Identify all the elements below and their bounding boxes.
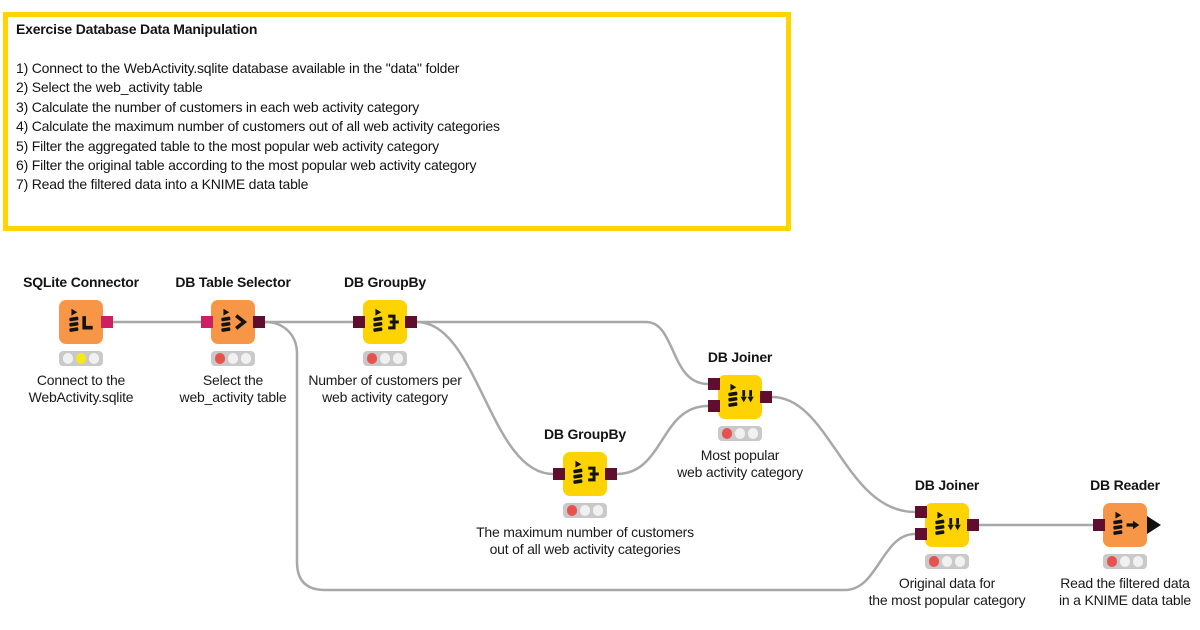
input-port-2[interactable]: [915, 528, 927, 540]
db-groupby-icon: [373, 308, 399, 332]
input-port-1[interactable]: [708, 378, 720, 390]
output-port[interactable]: [760, 391, 772, 403]
node-db-groupby-bottom[interactable]: DB GroupBy The maximum number of custome…: [476, 426, 694, 557]
wire[interactable]: [417, 320, 709, 386]
traffic-dot: [592, 505, 604, 516]
traffic-dot: [747, 428, 759, 439]
input-port[interactable]: [201, 316, 213, 328]
input-port[interactable]: [553, 468, 565, 480]
node-title: DB GroupBy: [343, 274, 426, 290]
traffic-light: [1103, 554, 1147, 569]
annotation-line: 6) Filter the original table according t…: [16, 157, 477, 174]
output-port[interactable]: [405, 316, 417, 328]
db-joiner-icon: [935, 511, 961, 535]
traffic-dot: [566, 505, 578, 516]
output-port[interactable]: [605, 468, 617, 480]
traffic-dot: [366, 353, 378, 364]
annotation-line: 1) Connect to the WebActivity.sqlite dat…: [16, 60, 460, 76]
workflow-annotation[interactable]: Exercise Database Data Manipulation 1) C…: [3, 12, 791, 231]
node-title: DB Joiner: [914, 477, 980, 493]
db-groupby-icon: [573, 460, 599, 484]
wire[interactable]: [264, 320, 916, 592]
traffic-dot: [734, 428, 746, 439]
traffic-dot: [928, 556, 940, 567]
output-port-data-table[interactable]: [1147, 516, 1161, 534]
annotation-line: 4) Calculate the maximum number of custo…: [16, 118, 500, 135]
traffic-dot: [88, 353, 100, 364]
output-port[interactable]: [253, 316, 265, 328]
wire[interactable]: [416, 320, 554, 476]
output-port[interactable]: [101, 316, 113, 328]
traffic-light: [563, 503, 607, 518]
db-reader-icon: [1113, 511, 1140, 535]
input-port-2[interactable]: [708, 400, 720, 412]
traffic-dot: [240, 353, 252, 364]
traffic-dot: [1106, 556, 1118, 567]
traffic-dot: [62, 353, 74, 364]
db-table-selector-icon: [221, 308, 248, 332]
traffic-dot: [721, 428, 733, 439]
output-port[interactable]: [967, 519, 979, 531]
input-port[interactable]: [1093, 519, 1105, 531]
traffic-dot: [75, 353, 87, 364]
traffic-light: [363, 351, 407, 366]
db-joiner-icon: [728, 383, 754, 407]
annotation-title: Exercise Database Data Manipulation: [16, 21, 258, 37]
db-connector-icon: [69, 308, 93, 332]
node-title: DB Reader: [1090, 477, 1160, 493]
node-title: DB GroupBy: [543, 426, 626, 442]
traffic-dot: [1132, 556, 1144, 567]
input-port-1[interactable]: [915, 506, 927, 518]
traffic-dot: [1119, 556, 1131, 567]
traffic-light: [59, 351, 103, 366]
input-port[interactable]: [353, 316, 365, 328]
annotation-line: 2) Select the web_activity table: [16, 79, 203, 96]
traffic-dot: [392, 353, 404, 364]
annotation-line: 5) Filter the aggregated table to the mo…: [16, 137, 439, 154]
annotation-line: 3) Calculate the number of customers in …: [16, 98, 420, 115]
traffic-dot: [579, 505, 591, 516]
node-title: DB Table Selector: [175, 274, 291, 290]
traffic-dot: [227, 353, 239, 364]
traffic-dot: [954, 556, 966, 567]
traffic-dot: [214, 353, 226, 364]
wire[interactable]: [771, 395, 916, 514]
traffic-light: [211, 351, 255, 366]
traffic-dot: [941, 556, 953, 567]
traffic-dot: [379, 353, 391, 364]
traffic-light: [925, 554, 969, 569]
wire[interactable]: [616, 404, 709, 476]
node-title: DB Joiner: [707, 349, 773, 365]
annotation-line: 7) Read the filtered data into a KNIME d…: [16, 176, 309, 193]
traffic-light: [718, 426, 762, 441]
node-title: SQLite Connector: [23, 274, 139, 290]
